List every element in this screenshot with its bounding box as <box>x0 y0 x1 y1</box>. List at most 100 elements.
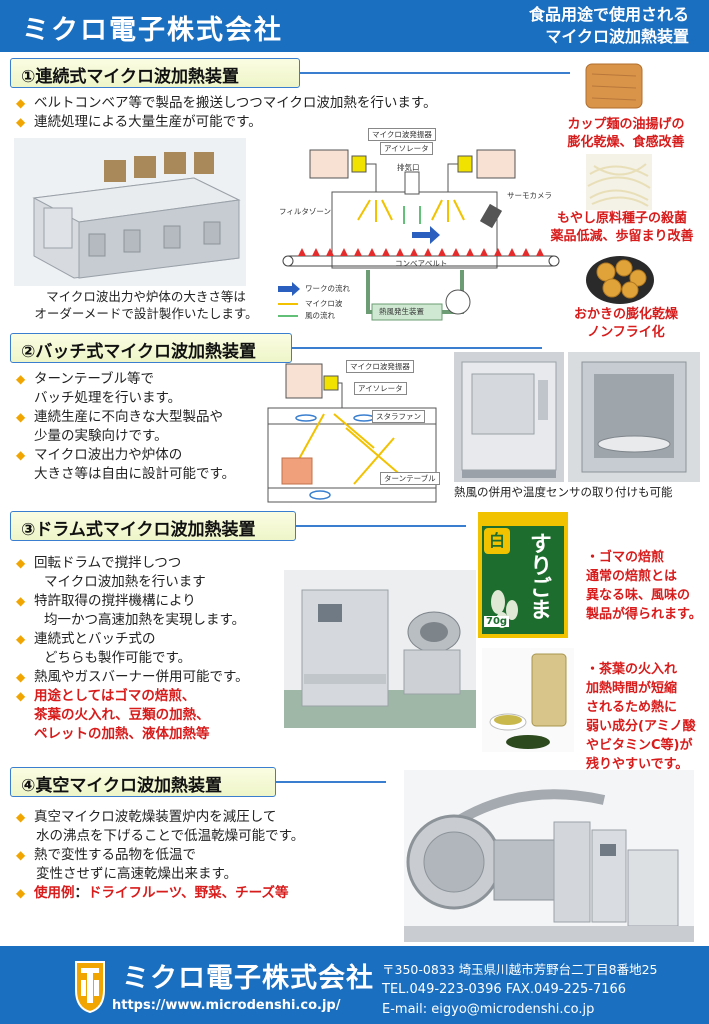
divider <box>300 72 570 74</box>
website-link[interactable]: https://www.microdenshi.co.jp/ <box>112 998 341 1013</box>
note-line: ・ゴマの焙煎 <box>586 550 665 565</box>
divider <box>292 347 542 349</box>
usage-colon: ： <box>74 885 89 901</box>
legend-work-flow: ワークの流れ <box>305 284 350 293</box>
note-line: 通常の焙煎とは <box>586 569 678 584</box>
sesame-package-photo: 白 すりごま 70g <box>478 512 568 638</box>
continuous-caption: マイクロ波出力や炉体の大きさ等は オーダーメードで設計製作いたします。 <box>6 288 286 322</box>
section-vacuum-title: ④真空マイクロ波加熱装置 <box>10 767 276 797</box>
tea-note: ・茶葉の火入れ 加熱時間が短縮 されるため熱に 弱い成分(アミノ酸 やビタミンC… <box>586 660 708 774</box>
subtitle-line-1: 食品用途で使用される <box>528 5 689 24</box>
bean-sprout-photo <box>586 154 652 210</box>
list-item: 真空マイクロ波乾燥装置炉内を減圧して <box>14 808 394 827</box>
list-item: 連続式とバッチ式の <box>14 630 294 649</box>
tea-photo <box>482 648 574 752</box>
label-conveyor-belt: コンベアベルト <box>395 259 448 268</box>
example-caption-1: カップ麺の油揚げの 膨化乾燥、食感改善 <box>548 116 704 152</box>
label-thermo-camera: サーモカメラ <box>507 191 552 200</box>
list-item: 熱で変性する品物を低温で <box>14 846 394 865</box>
note-line: やビタミンC等)が <box>586 738 693 753</box>
package-kana: 白 <box>484 528 510 554</box>
continuous-bullets: ベルトコンベア等で製品を搬送しつつマイクロ波加熱を行います。 連続処理による大量… <box>14 94 574 132</box>
batch-oven-open-photo <box>568 352 700 482</box>
vacuum-bullets: 真空マイクロ波乾燥装置炉内を減圧して 水の沸点を下げることで低温乾燥可能です。 … <box>14 808 394 903</box>
list-item-cont: どちらも製作可能です。 <box>44 650 192 666</box>
continuous-machine-photo <box>14 138 246 286</box>
note-line: 異なる味、風味の <box>586 588 691 603</box>
caption-line: オーダーメードで設計製作いたします。 <box>34 306 258 321</box>
company-name: ミクロ電子株式会社 <box>22 15 283 46</box>
list-item-highlight: 用途としてはゴマの焙煎、 <box>14 687 294 706</box>
caption-line: ノンフライ化 <box>587 325 665 340</box>
list-item-cont: 茶葉の火入れ、豆類の加熱、 <box>34 707 210 723</box>
list-item: ターンテーブル等で <box>14 370 274 389</box>
list-item: 連続処理による大量生産が可能です。 <box>14 113 574 132</box>
label-hot-air-unit: 熱風発生装置 <box>379 307 424 316</box>
list-item-cont: 少量の実験向けです。 <box>34 428 168 444</box>
label-stirrer-fan: スタラファン <box>372 410 425 423</box>
footer-company-name: ミクロ電子株式会社 <box>122 963 374 994</box>
sesame-note: ・ゴマの焙煎 通常の焙煎とは 異なる味、風味の 製品が得られます。 <box>586 548 708 624</box>
package-weight: 70g <box>484 616 510 627</box>
company-logo-icon <box>75 961 105 1014</box>
example-caption-2: もやし原料種子の殺菌 薬品低減、歩留まり改善 <box>540 210 704 246</box>
legend-microwave: マイクロ波 <box>305 299 343 308</box>
address: 〒350-0833 埼玉県川越市芳野台二丁目8番地25 <box>382 962 658 977</box>
note-line: 弱い成分(アミノ酸 <box>586 719 696 734</box>
usage-items: ドライフルーツ、野菜、チーズ等 <box>88 885 289 901</box>
list-item-cont: ペレットの加熱、液体加熱等 <box>34 726 210 742</box>
legend-air-flow: 風の流れ <box>305 311 335 320</box>
divider <box>276 781 386 783</box>
example-caption-3: おかきの膨化乾燥 ノンフライ化 <box>556 306 696 342</box>
label-generator: マイクロ波発振器 <box>346 360 414 373</box>
list-item-cont: 均一かつ高速加熱を実現します。 <box>44 612 246 628</box>
list-item-cont: 水の沸点を下げることで低温乾燥可能です。 <box>36 828 305 844</box>
list-item: ベルトコンベア等で製品を搬送しつつマイクロ波加熱を行います。 <box>14 94 574 113</box>
contact-info: 〒350-0833 埼玉県川越市芳野台二丁目8番地25 TEL.049-223-… <box>382 960 658 1020</box>
list-item-usage: 使用例：ドライフルーツ、野菜、チーズ等 <box>14 884 394 903</box>
label-isolator: アイソレータ <box>380 142 433 155</box>
tel-fax: TEL.049-223-0396 FAX.049-225-7166 <box>382 982 627 997</box>
label-generator: マイクロ波発振器 <box>368 128 436 141</box>
list-item: マイクロ波出力や炉体の <box>14 446 274 465</box>
okaki-photo <box>584 250 656 306</box>
section-batch-title: ②バッチ式マイクロ波加熱装置 <box>10 333 292 363</box>
list-item: 連続生産に不向きな大型製品や <box>14 408 274 427</box>
drum-bullets: 回転ドラムで撹拌しつつ マイクロ波加熱を行います 特許取得の撹拌機構により 均一… <box>14 554 294 744</box>
list-item: 熱風やガスバーナー併用可能です。 <box>14 668 294 687</box>
drum-machine-photo <box>284 570 476 728</box>
label-exhaust: 排気口 <box>397 163 420 172</box>
label-filter-zone: フィルタゾーン <box>279 207 331 216</box>
vacuum-machine-photo <box>404 770 694 942</box>
caption-line: カップ麺の油揚げの <box>567 117 685 132</box>
email-link[interactable]: E-mail: eigyo@microdenshi.co.jp <box>382 1002 595 1017</box>
label-isolator: アイソレータ <box>354 382 407 395</box>
list-item-cont: マイクロ波加熱を行います <box>44 574 206 590</box>
continuous-diagram: マイクロ波発振器 アイソレータ 排気口 サーモカメラ フィルタゾーン コンベアベ… <box>272 124 570 324</box>
page-header: ミクロ電子株式会社 食品用途で使用される マイクロ波加熱装置 <box>0 0 709 52</box>
list-item-cont: 変性させずに高速乾燥出来ます。 <box>36 866 238 882</box>
section-continuous-title: ①連続式マイクロ波加熱装置 <box>10 58 300 88</box>
batch-diagram: マイクロ波発振器 アイソレータ スタラファン ターンテーブル <box>264 358 448 508</box>
list-item: 回転ドラムで撹拌しつつ <box>14 554 294 573</box>
page-subtitle: 食品用途で使用される マイクロ波加熱装置 <box>529 4 689 48</box>
page-footer: ミクロ電子株式会社 https://www.microdenshi.co.jp/… <box>0 946 709 1024</box>
note-line: ・茶葉の火入れ <box>586 662 678 677</box>
label-turntable: ターンテーブル <box>380 472 440 485</box>
note-line: 残りやすいです。 <box>586 757 689 772</box>
batch-bullets: ターンテーブル等で バッチ処理を行います。 連続生産に不向きな大型製品や 少量の… <box>14 370 274 484</box>
note-line: 加熱時間が短縮 <box>586 681 678 696</box>
divider <box>296 525 466 527</box>
batch-oven-closed-photo <box>454 352 564 482</box>
caption-line: もやし原料種子の殺菌 <box>556 211 687 226</box>
usage-label: 使用例 <box>34 885 75 901</box>
section-drum-title: ③ドラム式マイクロ波加熱装置 <box>10 511 296 541</box>
caption-line: おかきの膨化乾燥 <box>573 307 678 322</box>
caption-line: 膨化乾燥、食感改善 <box>567 135 685 150</box>
note-line: されるため熱に <box>586 700 678 715</box>
caption-line: マイクロ波出力や炉体の大きさ等は <box>46 289 246 304</box>
package-title: すりごま <box>526 532 551 620</box>
caption-line: 薬品低減、歩留まり改善 <box>550 229 694 244</box>
list-item-cont: バッチ処理を行います。 <box>34 390 182 406</box>
batch-photo-caption: 熱風の併用や温度センサの取り付けも可能 <box>454 485 673 499</box>
